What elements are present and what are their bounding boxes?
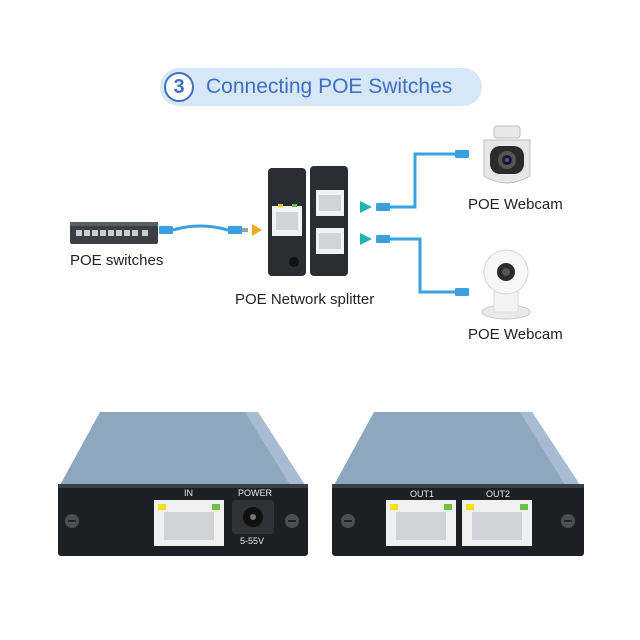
section-title: Connecting POE Switches [206, 75, 453, 98]
ptz-camera-icon [483, 125, 531, 184]
splitter-device-in-side [58, 412, 308, 556]
port-out1-label: OUT1 [410, 489, 435, 499]
splitter-label: POE Network splitter [235, 291, 375, 308]
arrow-right-icon [252, 224, 262, 236]
port-out2-label: OUT2 [486, 489, 511, 499]
port-in-label: IN [184, 488, 193, 498]
switch-label: POE switches [70, 252, 164, 269]
poe-splitter-icon [268, 166, 348, 276]
cable-switch-to-splitter [159, 224, 248, 234]
camera-bottom-label: POE Webcam [468, 326, 563, 343]
voltage-label: 5-55V [240, 536, 265, 546]
arrow-out2-icon [360, 233, 372, 245]
indoor-camera-icon [481, 249, 531, 320]
splitter-device-out-side [332, 412, 584, 556]
section-title-pill: 3 Connecting POE Switches [160, 68, 482, 106]
cable-to-bottom-camera [376, 235, 469, 296]
step-number-badge: 3 [164, 72, 194, 102]
power-label: POWER [238, 488, 273, 498]
arrow-out1-icon [360, 201, 372, 213]
poe-switch-icon [70, 222, 158, 244]
cable-to-top-camera [376, 150, 469, 211]
camera-top-label: POE Webcam [468, 196, 563, 213]
